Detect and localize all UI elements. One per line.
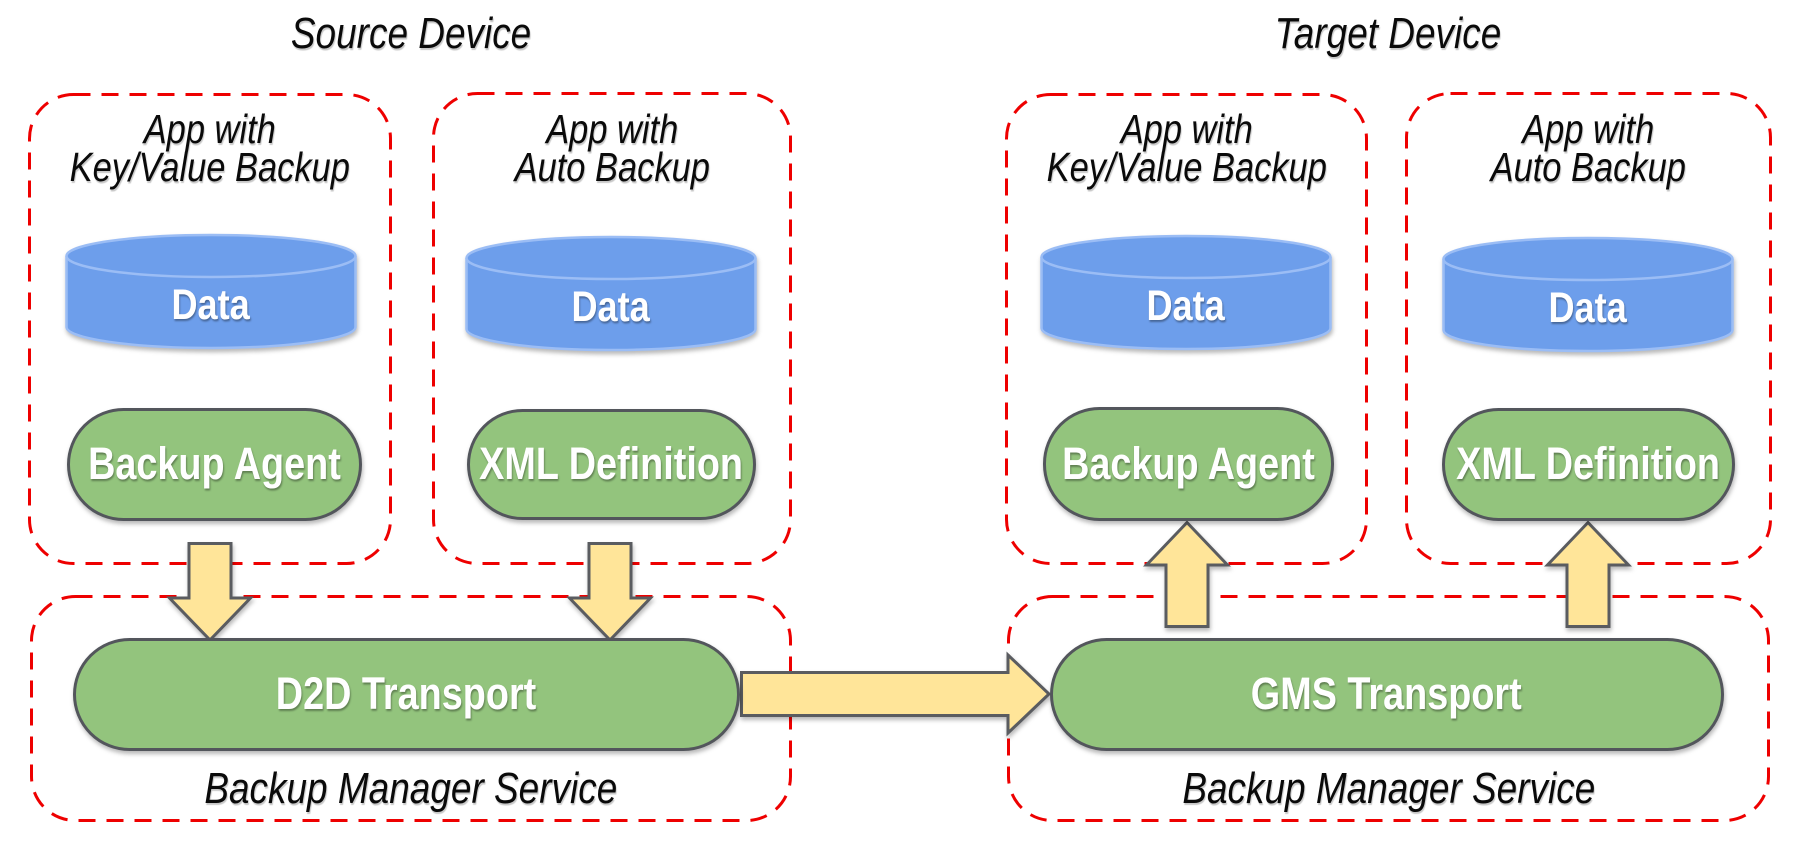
transport-label-gms: GMS Transport (1251, 668, 1522, 719)
transport-label-d2d: D2D Transport (276, 668, 537, 719)
data-cylinder-source-keyvalue (65, 233, 357, 350)
arrow-up-target-keyvalue (1142, 520, 1232, 628)
component-pill-backup-agent-source (67, 408, 362, 521)
data-label-target-auto: Data (1548, 283, 1628, 332)
component-label-xml-definition-target: XML Definition (1456, 438, 1721, 489)
component-pill-xml-definition-source (467, 409, 756, 520)
data-label-source-auto: Data (571, 282, 651, 331)
service-label-source: Backup Manager Service (204, 764, 618, 813)
app-title-line1: App with (143, 106, 277, 152)
app-title-target-auto: App with Auto Backup (1405, 106, 1772, 190)
component-label-xml-definition-source: XML Definition (479, 438, 744, 489)
component-pill-xml-definition-target (1442, 408, 1735, 521)
data-label-target-keyvalue: Data (1146, 281, 1226, 330)
data-cylinder-target-auto (1442, 236, 1734, 353)
data-cylinder-target-keyvalue (1040, 234, 1332, 351)
arrow-down-source-keyvalue (165, 542, 255, 643)
arrow-up-target-auto (1543, 520, 1633, 628)
service-label-target: Backup Manager Service (1182, 764, 1595, 813)
arrow-right-d2d-to-gms (740, 651, 1052, 737)
service-boundary-target (1007, 595, 1770, 822)
app-title-line2: Key/Value Backup (1046, 144, 1327, 190)
transport-pill-d2d (73, 638, 740, 751)
component-label-backup-agent-source: Backup Agent (88, 438, 341, 489)
app-title-line1: App with (1522, 106, 1655, 152)
app-title-target-keyvalue: App with Key/Value Backup (1005, 106, 1368, 190)
transport-pill-gms (1050, 638, 1724, 751)
component-pill-backup-agent-target (1043, 407, 1334, 521)
source-device-title: Source Device (290, 9, 532, 58)
component-label-backup-agent-target: Backup Agent (1062, 437, 1315, 489)
app-boundary-source-auto (432, 92, 792, 565)
app-title-line2: Auto Backup (514, 144, 710, 190)
arrow-down-source-auto (565, 542, 655, 643)
app-title-source-auto: App with Auto Backup (432, 106, 792, 190)
app-title-line1: App with (545, 106, 679, 152)
target-device-title: Target Device (1274, 9, 1502, 58)
app-title-source-keyvalue: App with Key/Value Backup (28, 106, 392, 190)
data-label-source-keyvalue: Data (171, 280, 251, 329)
app-title-line1: App with (1120, 106, 1253, 152)
app-title-line2: Auto Backup (1490, 144, 1687, 190)
data-cylinder-source-auto (465, 235, 757, 352)
app-title-line2: Key/Value Backup (69, 144, 351, 190)
